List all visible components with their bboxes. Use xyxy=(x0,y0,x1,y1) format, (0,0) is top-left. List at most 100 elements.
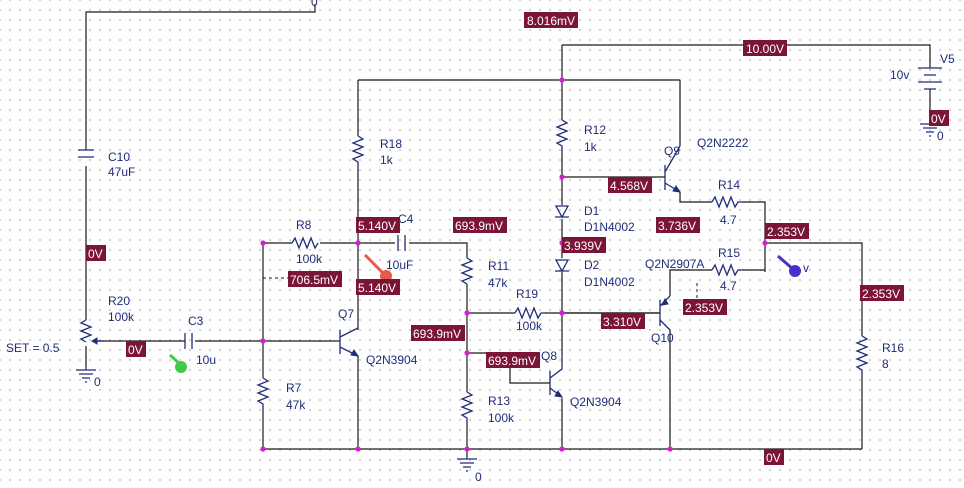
r7-value: 47k xyxy=(286,398,306,412)
voltage-badge: 10.00V xyxy=(743,40,787,56)
ground-icon xyxy=(76,366,96,383)
junction-nodes xyxy=(260,77,768,452)
resistor-r18[interactable] xyxy=(351,135,365,168)
v5-name: V5 xyxy=(940,52,955,66)
r15-value: 4.7 xyxy=(720,279,737,293)
q10-value: Q2N2907A xyxy=(645,257,704,271)
q8-value: Q2N3904 xyxy=(570,395,622,409)
svg-text:693.9mV: 693.9mV xyxy=(413,327,461,341)
ground-icon xyxy=(457,455,477,472)
r19-name: R19 xyxy=(516,287,538,301)
svg-text:3.310V: 3.310V xyxy=(603,315,641,329)
resistor-r8[interactable] xyxy=(291,236,319,250)
ground-label: 0 xyxy=(475,470,482,484)
voltage-badge: 3.939V xyxy=(562,237,606,253)
c3-value: 10u xyxy=(196,353,216,367)
capacitor-c4[interactable] xyxy=(397,235,406,251)
transistor-q7[interactable] xyxy=(339,327,360,357)
voltage-badge: 4.568V xyxy=(608,177,652,193)
voltage-badge: 3.310V xyxy=(601,313,645,329)
c3-name: C3 xyxy=(188,314,204,328)
svg-text:2.353V: 2.353V xyxy=(767,225,805,239)
voltage-badge: 8.016mV xyxy=(524,12,578,28)
resistor-r15[interactable] xyxy=(711,263,742,277)
r11-value: 47k xyxy=(488,276,508,290)
r12-name: R12 xyxy=(584,123,606,137)
voltage-badge: 2.353V xyxy=(765,223,809,239)
svg-text:0V: 0V xyxy=(128,343,143,357)
probe-label: v xyxy=(803,261,809,275)
q8-name: Q8 xyxy=(541,349,557,363)
r18-value: 1k xyxy=(380,153,394,167)
r8-name: R8 xyxy=(296,218,312,232)
r16-value: 8 xyxy=(882,357,889,371)
resistor-r13[interactable] xyxy=(460,391,474,424)
voltage-badge: 0V xyxy=(126,341,146,357)
resistor-r16[interactable] xyxy=(855,335,869,372)
resistor-r19[interactable] xyxy=(514,306,545,320)
voltage-badge: 5.140V xyxy=(356,217,400,233)
d2-value: D1N4002 xyxy=(584,275,635,289)
svg-text:693.9mV: 693.9mV xyxy=(455,219,503,233)
voltage-badge: 3.736V xyxy=(656,217,700,233)
d2-name: D2 xyxy=(584,258,600,272)
svg-text:10.00V: 10.00V xyxy=(746,42,784,56)
c4-name: C4 xyxy=(398,212,414,226)
svg-text:693.9mV: 693.9mV xyxy=(488,354,536,368)
svg-text:2.353V: 2.353V xyxy=(685,301,723,315)
svg-text:2.353V: 2.353V xyxy=(862,287,900,301)
voltage-badge: 5.140V xyxy=(356,279,400,295)
r11-name: R11 xyxy=(488,259,509,273)
resistor-r14[interactable] xyxy=(711,195,742,209)
resistor-r7[interactable] xyxy=(256,377,270,410)
svg-text:4.568V: 4.568V xyxy=(610,179,648,193)
battery-v5[interactable] xyxy=(918,67,942,92)
diode-d2[interactable] xyxy=(554,259,570,273)
resistor-r12[interactable] xyxy=(555,119,569,150)
voltage-badge: 693.9mV xyxy=(486,352,540,368)
r14-value: 4.7 xyxy=(720,213,737,227)
r16-name: R16 xyxy=(882,341,904,355)
voltage-badge: 2.353V xyxy=(860,285,904,301)
voltage-badge: 0V xyxy=(86,245,106,261)
voltage-badge: 693.9mV xyxy=(453,217,507,233)
r18-name: R18 xyxy=(380,137,402,151)
q9-name: Q9 xyxy=(664,144,680,158)
transistor-q8[interactable] xyxy=(549,355,564,398)
q10-name: Q10 xyxy=(651,331,674,345)
r8-value: 100k xyxy=(296,252,323,266)
svg-text:0V: 0V xyxy=(88,247,103,261)
q9-value: Q2N2222 xyxy=(697,136,749,150)
svg-text:3.939V: 3.939V xyxy=(564,239,602,253)
top-zero-label: 0 xyxy=(311,0,318,9)
resistor-r11[interactable] xyxy=(460,257,474,285)
transistor-q9[interactable] xyxy=(664,145,682,193)
ground-label: 0 xyxy=(94,375,101,389)
c10-value: 47uF xyxy=(108,165,135,179)
svg-text:5.140V: 5.140V xyxy=(358,219,396,233)
voltage-badge: 0V xyxy=(764,449,784,465)
diode-d1[interactable] xyxy=(554,205,570,219)
r14-name: R14 xyxy=(718,178,740,192)
r19-value: 100k xyxy=(516,319,543,333)
set-value: SET = 0.5 xyxy=(6,341,60,355)
ground-label: 0 xyxy=(937,129,944,143)
voltage-badge: 0V xyxy=(929,110,949,126)
d1-name: D1 xyxy=(584,204,600,218)
voltage-probe-blue[interactable]: v xyxy=(777,254,809,277)
transistor-q10[interactable] xyxy=(659,295,671,331)
capacitor-c10[interactable] xyxy=(78,149,94,158)
r7-name: R7 xyxy=(286,381,302,395)
svg-text:8.016mV: 8.016mV xyxy=(527,14,575,28)
svg-text:706.5mV: 706.5mV xyxy=(290,273,338,287)
q7-value: Q2N3904 xyxy=(366,353,418,367)
r13-value: 100k xyxy=(488,411,515,425)
voltage-badge: 693.9mV xyxy=(411,325,465,341)
r13-name: R13 xyxy=(488,394,510,408)
voltage-badge: 706.5mV xyxy=(288,271,342,287)
potentiometer-r20[interactable] xyxy=(79,319,104,345)
voltage-probe-green[interactable] xyxy=(168,353,187,373)
capacitor-c3[interactable] xyxy=(184,333,193,349)
svg-text:3.736V: 3.736V xyxy=(658,219,696,233)
